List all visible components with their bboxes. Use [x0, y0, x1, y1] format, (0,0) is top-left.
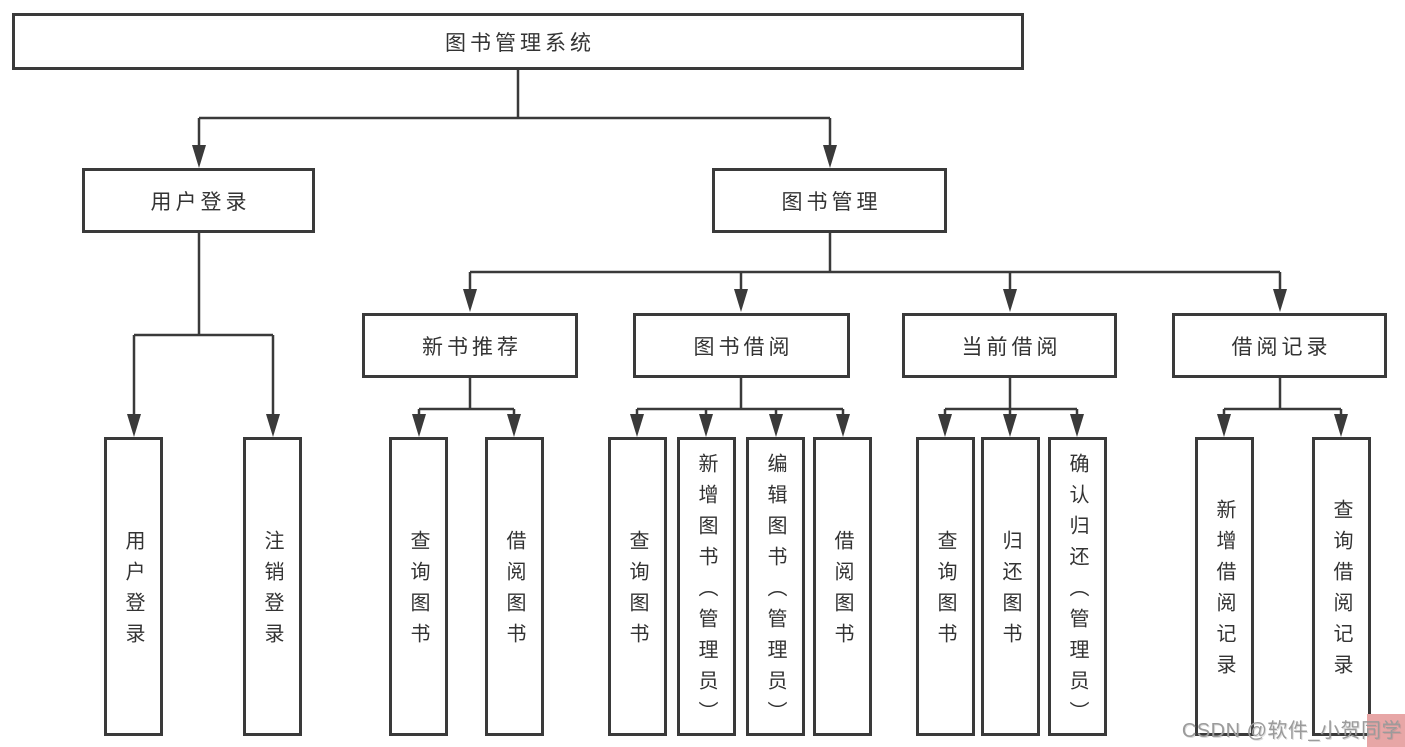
- connector-root-to-branches: [192, 70, 837, 168]
- leaf-confirm-return-admin: 确认归还（管理员）: [1048, 437, 1107, 736]
- leaf-query-borrow-record: 查询借阅记录: [1312, 437, 1371, 736]
- leaf-query-book-current-label: 查询图书: [934, 530, 956, 654]
- leaf-add-book-admin-label: 新增图书（管理员）: [695, 452, 717, 732]
- node-book-borrow-label: 图书借阅: [693, 335, 794, 359]
- leaf-query-borrow-record-label: 查询借阅记录: [1330, 499, 1352, 685]
- arrowhead-icon: [699, 414, 713, 437]
- leaf-add-book-admin: 新增图书（管理员）: [677, 437, 736, 736]
- node-book-borrow: 图书借阅: [633, 313, 850, 378]
- arrowhead-icon: [127, 414, 141, 437]
- leaf-query-book-borrow-label: 查询图书: [626, 530, 648, 654]
- arrowhead-icon: [823, 145, 837, 168]
- node-new-book-rec: 新书推荐: [362, 313, 578, 378]
- leaf-user-login-label: 用户登录: [122, 530, 144, 654]
- node-book-mgmt-label: 图书管理: [781, 190, 882, 214]
- node-root-label: 图书管理系统: [445, 31, 595, 55]
- arrowhead-icon: [1003, 414, 1017, 437]
- connector-new-book-rec-to-leaves: [412, 378, 521, 437]
- arrowhead-icon: [192, 145, 206, 168]
- arrowhead-icon: [1273, 289, 1287, 312]
- arrowhead-icon: [938, 414, 952, 437]
- arrowhead-icon: [630, 414, 644, 437]
- connector-current-borrow-to-leaves: [938, 378, 1084, 437]
- leaf-borrow-book: 借阅图书: [813, 437, 872, 736]
- node-root: 图书管理系统: [12, 13, 1024, 70]
- connector-book-mgmt-to-modules: [463, 233, 1287, 312]
- leaf-return-book: 归还图书: [981, 437, 1040, 736]
- leaf-query-book-current: 查询图书: [916, 437, 975, 736]
- node-book-mgmt: 图书管理: [712, 168, 947, 233]
- node-user-login-label: 用户登录: [150, 190, 251, 214]
- leaf-confirm-return-admin-label: 确认归还（管理员）: [1066, 452, 1088, 732]
- connector-borrow-records-to-leaves: [1217, 378, 1348, 437]
- leaf-logout: 注销登录: [243, 437, 302, 736]
- leaf-query-book-borrow: 查询图书: [608, 437, 667, 736]
- leaf-return-book-label: 归还图书: [999, 530, 1021, 654]
- node-current-borrow-label: 当前借阅: [961, 335, 1062, 359]
- node-new-book-rec-label: 新书推荐: [422, 335, 522, 359]
- leaf-logout-label: 注销登录: [261, 530, 283, 654]
- arrowhead-icon: [507, 414, 521, 437]
- leaf-borrow-book-label: 借阅图书: [831, 530, 853, 654]
- leaf-edit-book-admin: 编辑图书（管理员）: [746, 437, 805, 736]
- arrowhead-icon: [463, 289, 477, 312]
- node-current-borrow: 当前借阅: [902, 313, 1117, 378]
- arrowhead-icon: [1003, 289, 1017, 312]
- node-user-login: 用户登录: [82, 168, 315, 233]
- arrowhead-icon: [1334, 414, 1348, 437]
- leaf-query-book-rec: 查询图书: [389, 437, 448, 736]
- node-borrow-records-label: 借阅记录: [1231, 335, 1332, 359]
- watermark: CSDN @软件_小贺同学: [1181, 720, 1402, 742]
- leaf-borrow-book-rec-label: 借阅图书: [503, 530, 525, 654]
- arrowhead-icon: [1070, 414, 1084, 437]
- leaf-add-borrow-record: 新增借阅记录: [1195, 437, 1254, 736]
- connector-book-borrow-to-leaves: [630, 378, 850, 437]
- arrowhead-icon: [734, 289, 748, 312]
- leaf-query-book-rec-label: 查询图书: [407, 530, 429, 654]
- arrowhead-icon: [1217, 414, 1231, 437]
- leaf-edit-book-admin-label: 编辑图书（管理员）: [764, 452, 786, 732]
- arrowhead-icon: [836, 414, 850, 437]
- watermark-accent: [1367, 714, 1405, 747]
- node-borrow-records: 借阅记录: [1172, 313, 1387, 378]
- leaf-add-borrow-record-label: 新增借阅记录: [1213, 499, 1235, 685]
- arrowhead-icon: [266, 414, 280, 437]
- leaf-user-login: 用户登录: [104, 437, 163, 736]
- connector-user-login-to-leaves: [127, 233, 280, 437]
- arrowhead-icon: [412, 414, 426, 437]
- leaf-borrow-book-rec: 借阅图书: [485, 437, 544, 736]
- arrowhead-icon: [769, 414, 783, 437]
